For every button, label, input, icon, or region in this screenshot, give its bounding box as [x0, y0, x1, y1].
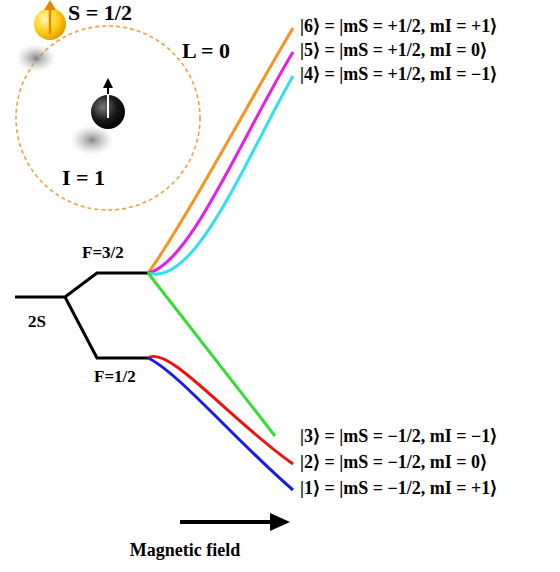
nucleus-shadow [70, 125, 114, 155]
energy-level [15, 273, 148, 297]
spin-arrowhead [44, 0, 56, 10]
spin-arrowhead [103, 78, 113, 88]
level-label: 2S [28, 312, 46, 332]
zeeman-line [148, 358, 293, 490]
electron-ball [34, 8, 66, 40]
axis-label: Magnetic field [130, 540, 240, 561]
state-label: |6⟩ = |mS = +1/2, mI = +1⟩ [300, 16, 497, 37]
energy-level [65, 297, 148, 358]
spin-arrow [107, 92, 109, 118]
field-arrow [180, 520, 272, 524]
state-label: |3⟩ = |mS = −1/2, mI = −1⟩ [300, 426, 497, 447]
level-label: F=3/2 [82, 243, 124, 263]
state-label: |4⟩ = |mS = +1/2, mI = −1⟩ [300, 64, 497, 85]
zeeman-line [148, 28, 293, 273]
level-label: F=1/2 [94, 367, 136, 387]
electron-shadow [16, 44, 56, 72]
zeeman-line [148, 52, 293, 273]
quantum-number: I = 1 [62, 165, 105, 190]
state-label: |2⟩ = |mS = −1/2, mI = 0⟩ [300, 452, 487, 473]
state-label: |5⟩ = |mS = +1/2, mI = 0⟩ [300, 40, 487, 61]
zeeman-line [148, 76, 293, 274]
state-label: |1⟩ = |mS = −1/2, mI = +1⟩ [300, 478, 497, 499]
orbit-circle [16, 26, 200, 210]
field-arrowhead [270, 513, 290, 531]
spin-arrow [49, 8, 52, 34]
quantum-number: S = 1/2 [68, 0, 132, 25]
quantum-number: L = 0 [180, 38, 232, 63]
